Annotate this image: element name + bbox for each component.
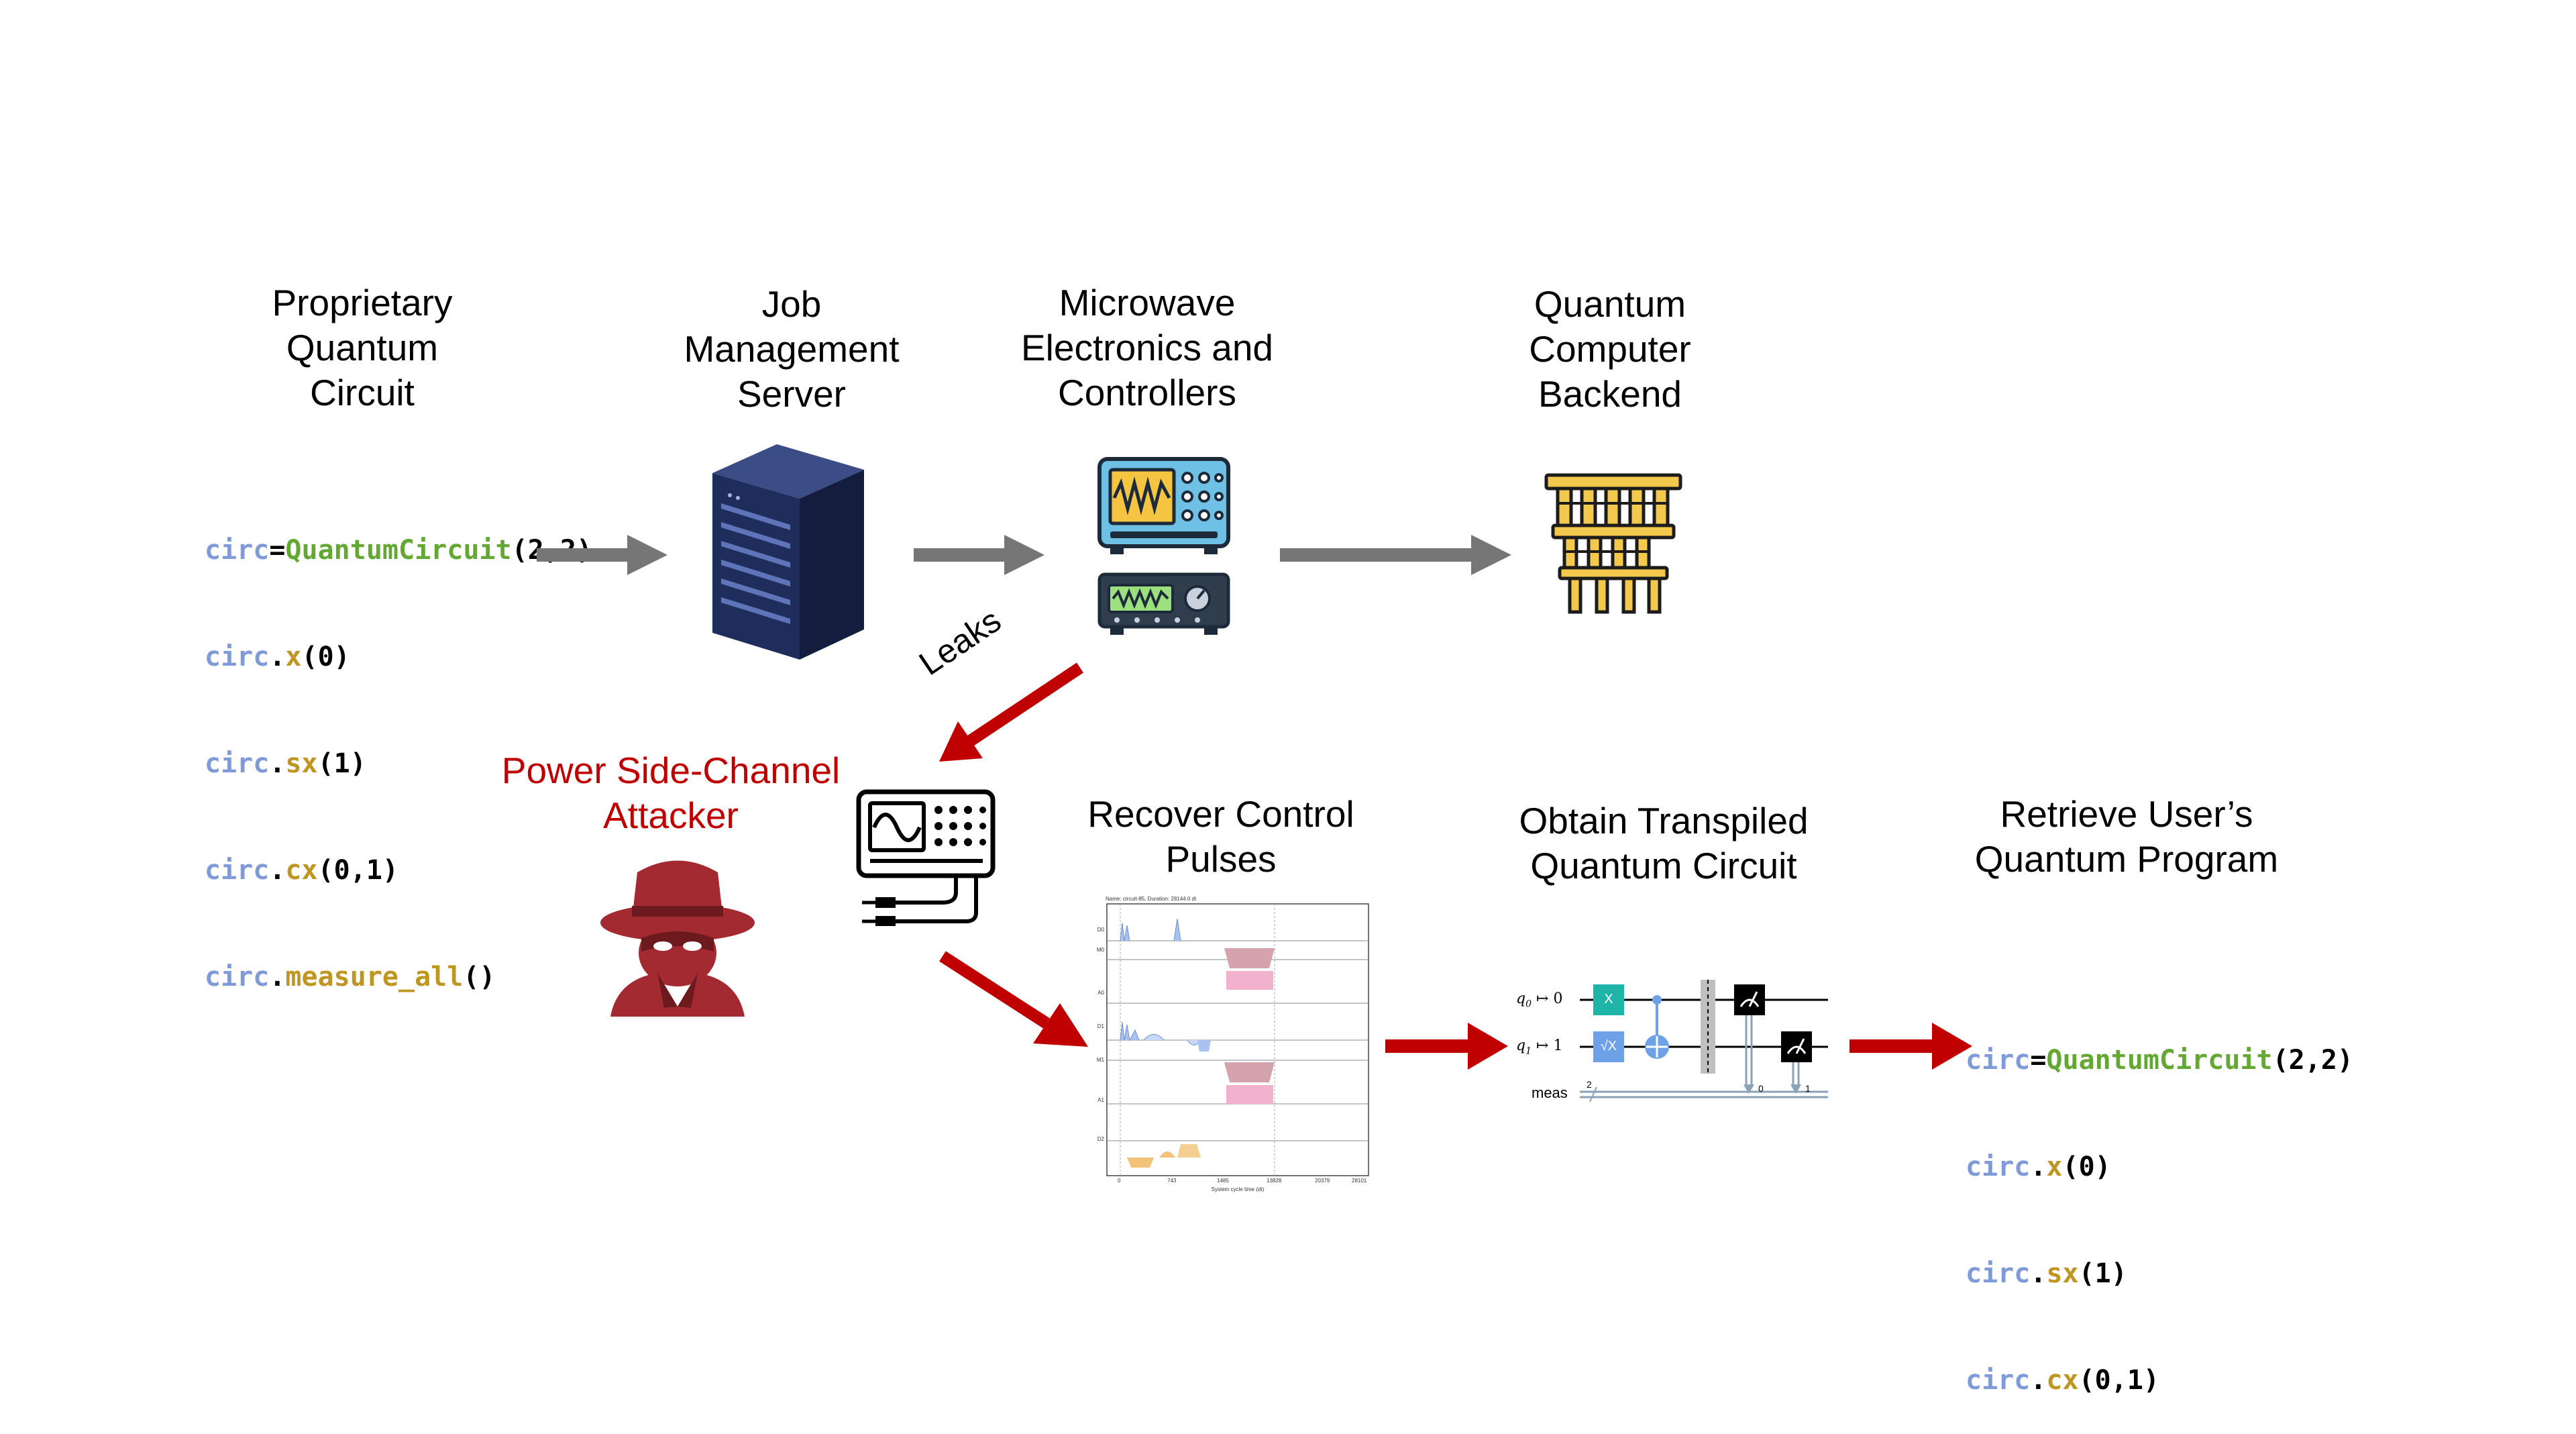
code-line: circ=QuantumCircuit(2,2) (205, 535, 592, 566)
arrow-pulses-to-circuit (1385, 1023, 1508, 1070)
measure-index-0: 0 (1758, 1083, 1764, 1094)
channel-label: A0 (1097, 990, 1104, 996)
channel-label: M0 (1096, 947, 1104, 953)
meas-register-label: meas (1532, 1084, 1568, 1101)
qubit-0-label: q0 ↦ 0 (1516, 990, 1563, 1010)
x-tick-label: 20379 (1315, 1178, 1330, 1184)
code-line: circ=QuantumCircuit(2,2) (1966, 1045, 2353, 1076)
arrow-leaks (939, 662, 1083, 762)
x-tick-label: 13828 (1267, 1178, 1282, 1184)
recovered-code-block: circ=QuantumCircuit(2,2) circ.x(0) circ.… (1966, 972, 2353, 1434)
hacker-hat-icon (600, 860, 755, 1017)
source-code-block: circ=QuantumCircuit(2,2) circ.x(0) circ.… (205, 462, 592, 1031)
gate-x: X (1604, 992, 1613, 1007)
channel-label: D0 (1097, 927, 1104, 933)
measure-index-1: 1 (1805, 1083, 1811, 1094)
pulse-schedule-plot: Name: circuit-85, Duration: 28144.0 dt (1080, 896, 1375, 1198)
code-line: circ.x(0) (205, 642, 350, 672)
arrow-server-to-electronics (914, 535, 1044, 575)
channel-label: M1 (1096, 1057, 1104, 1063)
arrow-electronics-to-backend (1280, 535, 1511, 575)
quantum-computer-icon (1544, 473, 1682, 614)
probe-oscilloscope-icon (856, 789, 996, 926)
code-line: circ.x(0) (1966, 1151, 2111, 1182)
x-tick-label: 743 (1167, 1178, 1177, 1184)
code-line: circ.cx(0,1) (205, 855, 399, 886)
flow-arrows (537, 535, 1972, 1070)
transpiled-circuit: q0 ↦ 0 q1 ↦ 1 meas 2 X √X 0 1 (1506, 973, 1835, 1121)
channel-label: D1 (1097, 1023, 1104, 1029)
server-icon (712, 444, 864, 660)
code-line: circ.sx(1) (1966, 1258, 2127, 1289)
signal-generator-icon (1097, 572, 1230, 635)
x-tick-label: 0 (1118, 1178, 1121, 1184)
gate-sx: √X (1600, 1039, 1617, 1054)
oscilloscope-icon (1097, 457, 1230, 554)
arrow-circuit-to-program (1849, 1023, 1972, 1070)
x-tick-label: 28101 (1352, 1178, 1367, 1184)
arrow-code-to-server (537, 535, 667, 575)
arrow-attacker-to-pulses (939, 951, 1088, 1047)
x-tick-label: 1485 (1217, 1178, 1229, 1184)
pulse-plot-title: Name: circuit-85, Duration: 28144.0 dt (1106, 896, 1197, 902)
channel-label: D2 (1097, 1136, 1104, 1142)
meas-register-count: 2 (1587, 1079, 1592, 1090)
qubit-1-label: q1 ↦ 1 (1516, 1037, 1563, 1057)
code-line: circ.sx(1) (205, 748, 366, 779)
pulse-plot-xlabel: System cycle time (dt) (1211, 1186, 1265, 1192)
channel-label: A1 (1097, 1097, 1104, 1103)
code-line: circ.measure_all() (205, 962, 496, 992)
